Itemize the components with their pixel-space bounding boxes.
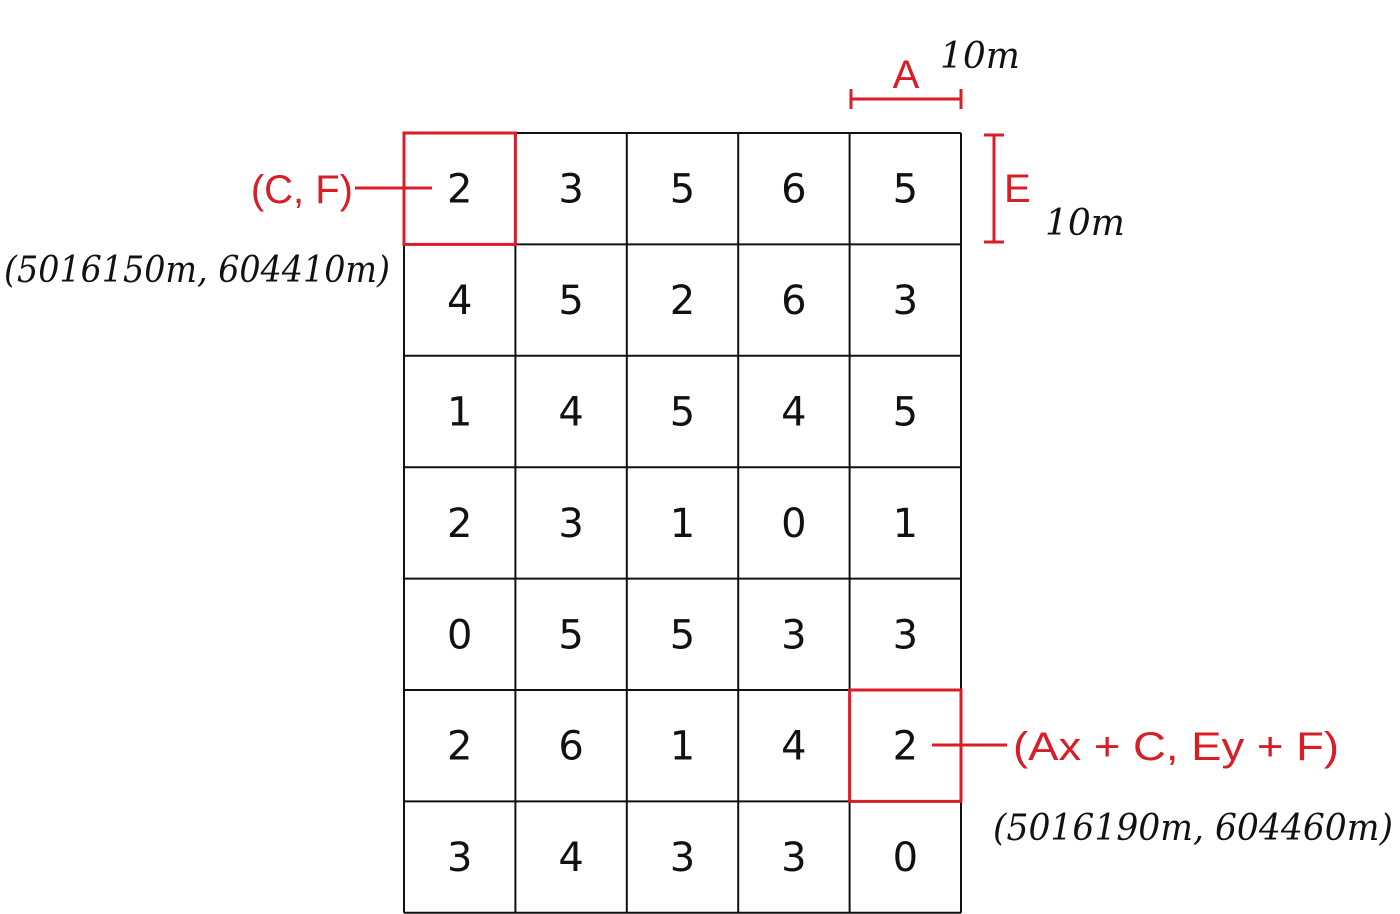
cell-value: 4 bbox=[558, 835, 583, 881]
cell-value: 0 bbox=[781, 501, 806, 547]
target-coordinates: (5016190m, 604460m) bbox=[993, 808, 1393, 849]
cell-value: 1 bbox=[447, 390, 472, 436]
cell-value: 5 bbox=[558, 278, 583, 324]
pixel-width-bracket bbox=[849, 89, 963, 109]
cell-value: 3 bbox=[558, 167, 583, 213]
cell-value: 4 bbox=[558, 390, 583, 436]
cell-value: 3 bbox=[781, 612, 806, 658]
cell-value: 5 bbox=[893, 167, 918, 213]
cell-value: 5 bbox=[893, 390, 918, 436]
pixel-height-bracket bbox=[984, 133, 1004, 244]
cell-value: 0 bbox=[893, 835, 918, 881]
cell-value: 3 bbox=[893, 612, 918, 658]
cell-value: 6 bbox=[781, 167, 806, 213]
cell-value: 3 bbox=[893, 278, 918, 324]
pixel-height-symbol: E bbox=[1004, 167, 1031, 211]
cell-value: 0 bbox=[447, 612, 472, 658]
cell-value: 1 bbox=[670, 501, 695, 547]
cell-value: 4 bbox=[781, 390, 806, 436]
cell-value: 4 bbox=[447, 278, 472, 324]
cell-value: 2 bbox=[447, 501, 472, 547]
cell-value: 3 bbox=[558, 501, 583, 547]
cell-value: 5 bbox=[670, 612, 695, 658]
origin-formula: (C, F) bbox=[251, 168, 353, 212]
pixel-width-symbol: A bbox=[893, 53, 920, 97]
target-formula: (Ax + C, Ey + F) bbox=[1013, 725, 1339, 769]
cell-value: 1 bbox=[893, 501, 918, 547]
cell-value: 3 bbox=[670, 835, 695, 881]
cell-value: 5 bbox=[670, 390, 695, 436]
origin-coordinates: (5016150m, 604410m) bbox=[4, 250, 390, 291]
cell-value: 1 bbox=[670, 724, 695, 770]
cell-value: 3 bbox=[447, 835, 472, 881]
cell-value: 2 bbox=[670, 278, 695, 324]
cell-value: 3 bbox=[781, 835, 806, 881]
cell-value: 2 bbox=[447, 167, 472, 213]
cell-value: 6 bbox=[558, 724, 583, 770]
cell-value: 5 bbox=[670, 167, 695, 213]
cell-value: 6 bbox=[781, 278, 806, 324]
cell-value: 4 bbox=[781, 724, 806, 770]
cell-value: 2 bbox=[893, 724, 918, 770]
cell-value: 5 bbox=[558, 612, 583, 658]
cell-value: 2 bbox=[447, 724, 472, 770]
raster-cell-values: 2 3 5 6 5 4 5 2 6 3 1 4 5 4 5 2 3 1 0 1 0 5 5 3 3 2 6 1 4 2 3 4 3 3 0 bbox=[447, 167, 918, 881]
pixel-width-value: 10m bbox=[940, 36, 1020, 77]
pixel-height-value: 10m bbox=[1045, 203, 1125, 244]
